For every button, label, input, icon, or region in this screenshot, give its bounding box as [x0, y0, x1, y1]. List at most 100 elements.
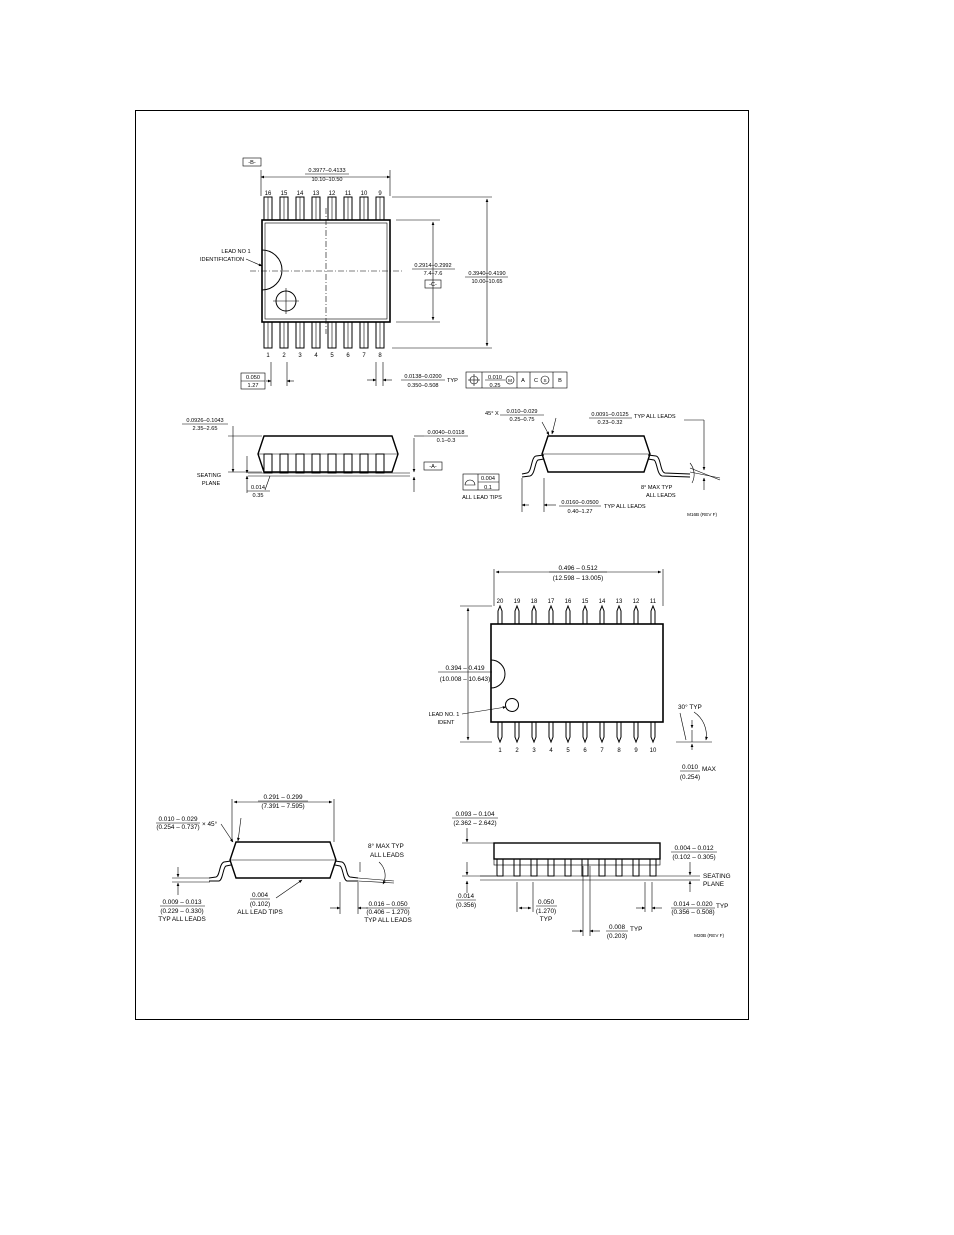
top-leads: [263, 196, 385, 221]
lead-width-typ: TYP: [447, 378, 458, 384]
m20b-top-pin-label: 19: [514, 599, 521, 605]
ref-m16b: M16B (REV F): [687, 512, 717, 517]
foot-mm: 0.40–1.27: [568, 509, 593, 515]
m20b-bottom-pin-label: 1: [498, 748, 502, 754]
top-pin-label: 12: [329, 191, 336, 197]
m20b-top-leads: [497, 604, 656, 624]
m20b-side-lead: [496, 858, 504, 877]
overall-mm: 10.00–10.65: [471, 279, 502, 285]
m20b-lead-w-in: 0.014 – 0.020: [673, 901, 713, 908]
m20b-body-w-in: 0.291 – 0.299: [263, 794, 303, 801]
top-pin-label: 15: [281, 191, 288, 197]
lead-th-in: 0.0091–0.0125: [591, 412, 628, 418]
rfs-circle-icon: [540, 375, 550, 385]
datum-b-box: [242, 157, 262, 167]
m20b-bottom-lead: [514, 722, 520, 744]
top-pin-label: 10: [361, 191, 368, 197]
m20b-top-lead: [514, 604, 520, 624]
m20b-bottom-pin-label: 5: [566, 748, 570, 754]
m20b-pitch-in: 0.050: [538, 899, 554, 906]
m20b-end-lead-right: [334, 860, 359, 879]
all-lead-tips: ALL LEAD TIPS: [462, 495, 502, 501]
feature-control-frame: 0.010 0.25 M A C S B: [465, 371, 568, 389]
chamfer-deg: 45° X: [485, 411, 499, 417]
lead-t-in: 0.014: [251, 485, 265, 491]
m20b-lead-th-mm: (0.229 – 0.330): [160, 908, 203, 915]
m20b-bottom-lead: [531, 722, 537, 744]
m20b-standoff-in: 0.004 – 0.012: [674, 845, 714, 852]
width-mm: 10.10–10.50: [311, 177, 342, 183]
bottom-pin-label: 1: [266, 353, 270, 359]
m20b-lead-th-typ: TYP ALL LEADS: [158, 916, 206, 923]
m20b-side-lead: [530, 858, 538, 877]
m20b-side-lead: [615, 858, 623, 877]
m20b-copl-in: 0.004: [252, 892, 268, 899]
chamfer-mm: 0.25–0.75: [510, 417, 535, 423]
height-mm: 2.35–2.65: [193, 426, 218, 432]
foot-in: 0.0160–0.0500: [561, 500, 598, 506]
m20b-bottom-lead: [616, 722, 622, 744]
m20b-bottom-lead: [599, 722, 605, 744]
chamfer-in: 0.010–0.029: [506, 409, 537, 415]
m20b-gap-typ: TYP: [630, 926, 642, 933]
datum-a-label: -A-: [429, 464, 437, 470]
bottom-pin-label: 7: [362, 353, 366, 359]
m20b-standoff-mm: (0.102 – 0.305): [672, 854, 715, 861]
m20b-height-in: 0.093 – 0.104: [455, 811, 495, 818]
m20b-side-lead: [547, 858, 555, 877]
m20b-top-pin-label: 18: [531, 599, 538, 605]
m20b-bottom-lead: [633, 722, 639, 744]
ref-m20b: M20B (REV F): [694, 933, 724, 938]
bottom-pin-label: 8: [378, 353, 382, 359]
m20b-copl-mm: (0.102): [250, 901, 270, 908]
m20b-top-pin-label: 17: [548, 599, 555, 605]
m20b-bottom-pin-label: 8: [617, 748, 621, 754]
datum-c-label: -C-: [429, 282, 437, 288]
m20b-top-pin-label: 12: [633, 599, 640, 605]
m20b-bottom-pin-label: 10: [650, 748, 657, 754]
fcf-tol-mm: 0.25: [490, 383, 501, 389]
bottom-pin-label: 5: [330, 353, 334, 359]
m20b-width-mm: (10.008 – 10.643): [440, 676, 490, 683]
m20b-bottom-lead: [548, 722, 554, 744]
m20b-side-lead: [598, 858, 606, 877]
m20b-lead-tip-max: MAX: [702, 766, 717, 773]
profile-surface-icon: [464, 479, 476, 486]
m20b-bottom-pin-label: 3: [532, 748, 536, 754]
lead-width-mm: 0.350–0.508: [407, 383, 438, 389]
datum-c-box: [424, 279, 442, 289]
m20b-pitch-typ: TYP: [540, 916, 552, 923]
lead1-notch: [261, 249, 283, 291]
m20b-seating-1: SEATING: [703, 873, 731, 880]
fcf-a: A: [521, 378, 525, 384]
end-lead-right: [647, 454, 691, 475]
m20b-lead-t-mm: (0.356): [456, 902, 476, 909]
fcf-b: B: [558, 378, 562, 384]
bottom-pin-label: 2: [282, 353, 286, 359]
fcf-tol-in: 0.010: [488, 375, 502, 381]
end-lead-left: [521, 454, 545, 475]
m20b-side-lead: [513, 858, 521, 877]
m20b-bottom-pin-label: 2: [515, 748, 519, 754]
m20b-bottom-lead: [497, 722, 503, 744]
foot-typ: TYP ALL LEADS: [604, 504, 646, 510]
m20b-top-lead: [633, 604, 639, 624]
m20b-top-pin-label: 13: [616, 599, 623, 605]
copl-mm: 0.1: [484, 485, 492, 491]
m20b-pitch-mm: (1.270): [536, 908, 556, 915]
m20b-foot-typ: TYP ALL LEADS: [364, 917, 412, 924]
m20b-width-in: 0.394 – 0.419: [445, 665, 485, 672]
m20b-bottom-leads: [497, 722, 656, 744]
m20b-side-body: [493, 842, 661, 860]
m20b-gap-in: 0.008: [609, 924, 625, 931]
m20b-side-view: 0.093 – 0.104 (2.362 – 2.642) 0.014 (0.3…: [452, 811, 731, 940]
seating-label-2: PLANE: [202, 481, 221, 487]
datum-a-box: [423, 461, 443, 471]
lead-width-in: 0.0138–0.0200: [404, 374, 441, 380]
standoff-in: 0.0040–0.0118: [428, 430, 465, 436]
fcf-c: C: [534, 378, 538, 384]
m20b-top-lead: [582, 604, 588, 624]
